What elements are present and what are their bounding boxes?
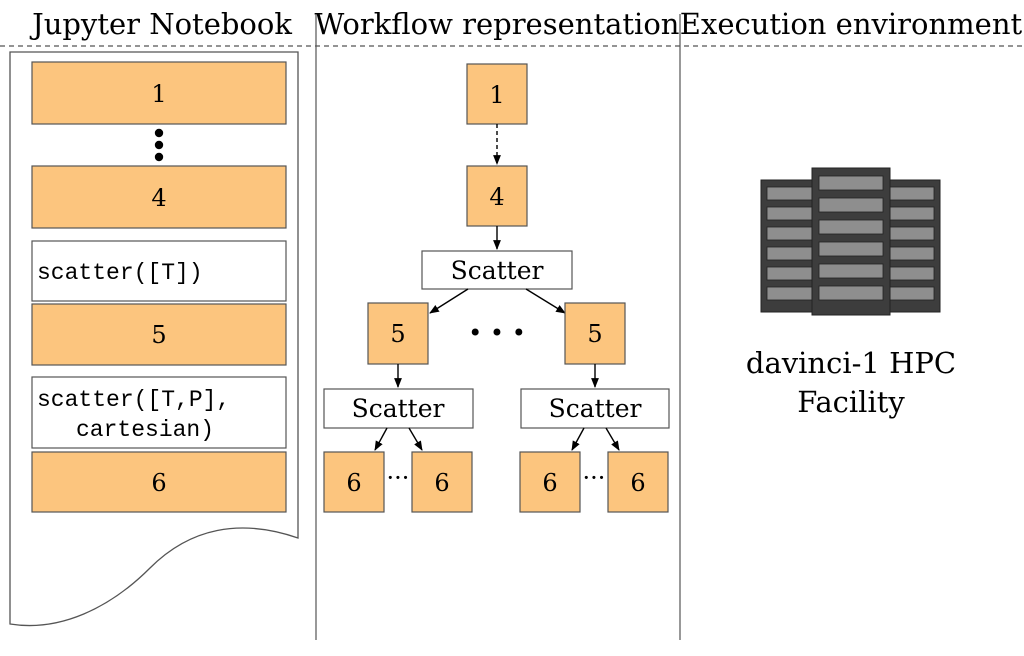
workflow-scatter-right-box [520,388,670,429]
workflow-scatter-top[interactable]: Scatter [421,250,573,290]
workflow-node-6-a-label: 6 [346,469,361,497]
arrow-scatter-right-to-6d [605,427,620,451]
workflow-node-1-box [466,63,528,125]
ellipsis-dot [154,140,164,150]
header-workflow-representation: Workflow representation [315,7,680,41]
workflow-node-6-b-box [411,451,473,513]
workflow-node-5-left-label: 5 [390,320,405,348]
notebook-scatter-cell-2[interactable]: scatter([T,P], cartesian) [31,376,287,449]
notebook-scatter-cell-2-code-line2: cartesian) [76,417,214,443]
arrow-scatter-to-5-left [429,288,469,314]
workflow-scatter-right-label: Scatter [549,394,642,423]
workflow-node-6-c-label: 6 [542,469,557,497]
server-rack-icon [760,167,941,316]
workflow-scatter-left[interactable]: Scatter [323,388,474,429]
workflow-node-6-c-box [519,451,581,513]
workflow-node-1-label: 1 [489,81,504,109]
workflow-scatter-top-box [421,250,573,290]
notebook-cell-5-box [31,303,287,366]
workflow-node-5-right-box [564,302,626,365]
workflow-node-5-left[interactable]: 5 [367,302,429,365]
workflow-node-6-a-box [323,451,385,513]
notebook-cell-4-box [31,165,287,229]
notebook-scatter-cell-1-code: scatter([T]) [37,260,203,286]
header-execution-environment: Execution environment [680,7,1023,41]
notebook-scatter-cell-1-box [31,240,287,302]
arrow-scatter-left-to-6b [408,427,423,451]
workflow-node-1[interactable]: 1 [466,63,528,125]
workflow-scatter-left-box [323,388,474,429]
workflow-node-4-label: 4 [489,183,504,211]
workflow-ellipsis-left: ··· [387,464,410,492]
notebook-cell-1-label: 1 [151,80,166,108]
notebook-cell-1[interactable]: 1 [31,61,287,125]
notebook-cell-1-box [31,61,287,125]
workflow-scatter-left-label: Scatter [352,394,445,423]
notebook-cell-6-label: 6 [151,469,166,497]
hpc-label-line1: davinci-1 HPC [746,346,956,380]
notebook-cell-6-box [31,451,287,513]
notebook-vertical-ellipsis [154,128,164,162]
workflow-node-6-b-label: 6 [434,469,449,497]
arrow-scatter-right-to-6c [571,427,585,451]
workflow-ellipsis-right: ··· [583,464,606,492]
notebook-scatter-cell-1[interactable]: scatter([T]) [31,240,287,302]
workflow-node-6-d-label: 6 [630,469,645,497]
notebook-scatter-cell-2-code-line1: scatter([T,P], [37,387,230,413]
workflow-scatter-right[interactable]: Scatter [520,388,670,429]
server-tower-left-slots [766,186,820,301]
workflow-node-5-right[interactable]: 5 [564,302,626,365]
workflow-node-5-left-box [367,302,429,365]
notebook-scatter-cell-2-box [31,376,287,449]
workflow-node-6-a[interactable]: 6 [323,451,385,513]
workflow-scatter-top-label: Scatter [451,256,544,285]
hpc-label-line2: Facility [797,385,905,419]
notebook-cell-4-label: 4 [151,184,166,212]
arrow-scatter-to-5-right [525,288,566,314]
notebook-cell-4[interactable]: 4 [31,165,287,229]
server-tower-right-slots [881,186,935,301]
workflow-node-5-right-label: 5 [587,320,602,348]
workflow-horizontal-ellipsis: • • • [468,319,526,347]
header-jupyter-notebook: Jupyter Notebook [29,7,292,41]
ellipsis-dot [154,152,164,162]
ellipsis-dot [154,128,164,138]
workflow-node-6-d[interactable]: 6 [607,451,669,513]
notebook-cell-5-label: 5 [151,321,166,349]
workflow-node-6-c[interactable]: 6 [519,451,581,513]
workflow-node-4[interactable]: 4 [466,165,528,227]
server-tower-center-slots [818,175,884,301]
workflow-node-6-d-box [607,451,669,513]
notebook-cell-5[interactable]: 5 [31,303,287,366]
notebook-cell-6[interactable]: 6 [31,451,287,513]
workflow-node-6-b[interactable]: 6 [411,451,473,513]
arrow-scatter-left-to-6a [374,427,388,451]
workflow-node-4-box [466,165,528,227]
